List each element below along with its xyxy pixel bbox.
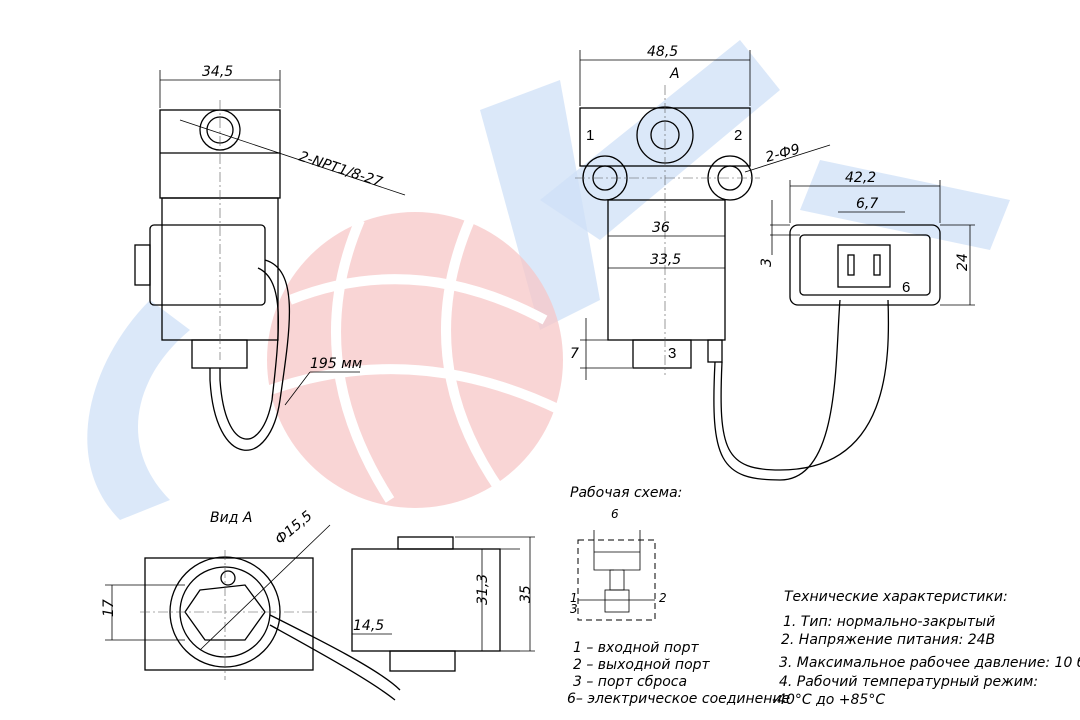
- view-marker: A: [669, 66, 680, 82]
- total-height-dimension: 35: [518, 585, 534, 603]
- legend-item: 6– электрическое соединение: [567, 691, 790, 707]
- view-a-title: Вид А: [210, 510, 252, 526]
- width-dimension: 42,2: [845, 170, 876, 186]
- scheme-label-1: 1: [570, 591, 578, 605]
- technical-specs: Технические характеристики: 1. Тип: норм…: [772, 589, 1080, 708]
- body-dimension: 36: [652, 220, 670, 236]
- view-a: Вид А Ф15,5 17: [101, 508, 401, 701]
- port-legend: 1 – входной порт 2 – выходной порт 3 – п…: [567, 640, 790, 707]
- scheme-label-3: 3: [570, 602, 578, 616]
- legend-item: 3 – порт сброса: [573, 674, 687, 690]
- connector-view: 42,2 6,7 3 24 6: [759, 170, 975, 306]
- lower-dimension: 33,5: [650, 252, 681, 268]
- hole-label: 2-Ф9: [764, 141, 802, 166]
- height-dimension: 7: [570, 346, 579, 362]
- height-dimension: 17: [101, 599, 117, 617]
- port-6-label: 6: [902, 279, 910, 296]
- working-scheme: Рабочая схема: 6 1 3 2: [570, 485, 682, 621]
- diameter-label: Ф15,5: [272, 508, 315, 548]
- legend-item: 1 – входной порт: [573, 640, 699, 656]
- spec-item: 4. Рабочий температурный режим:: [779, 674, 1038, 690]
- pin-dimension: 6,7: [856, 196, 878, 212]
- port-1-label: 1: [586, 127, 594, 144]
- width-dimension: 48,5: [647, 44, 678, 60]
- width-dimension: 34,5: [202, 64, 233, 80]
- spec-item: 2. Напряжение питания: 24В: [781, 632, 995, 648]
- spec-item: -40°С до +85°С: [772, 692, 885, 708]
- watermark-logo: [87, 40, 1010, 520]
- scheme-label-6: 6: [611, 507, 619, 521]
- port-3-label: 3: [668, 345, 676, 362]
- height-dimension: 24: [955, 253, 971, 271]
- scheme-label-2: 2: [659, 591, 667, 605]
- legend-item: 2 – выходной порт: [573, 657, 711, 673]
- coil-height-dimension: 31,3: [475, 574, 491, 605]
- spec-item: 1. Тип: нормально-закрытый: [783, 614, 995, 630]
- port-2-label: 2: [734, 127, 742, 144]
- specs-title: Технические характеристики:: [784, 589, 1008, 605]
- cable-length-label: 195 мм: [310, 356, 363, 372]
- coil-view: 31,3 35 14,5: [351, 536, 535, 672]
- scheme-title: Рабочая схема:: [570, 485, 682, 501]
- thread-label: 2-NPT1/8-27: [297, 149, 385, 191]
- offset-dimension: 14,5: [353, 618, 384, 634]
- spec-item: 3. Максимальное рабочее давление: 10 бар: [779, 655, 1080, 671]
- offset-dimension: 3: [759, 258, 775, 267]
